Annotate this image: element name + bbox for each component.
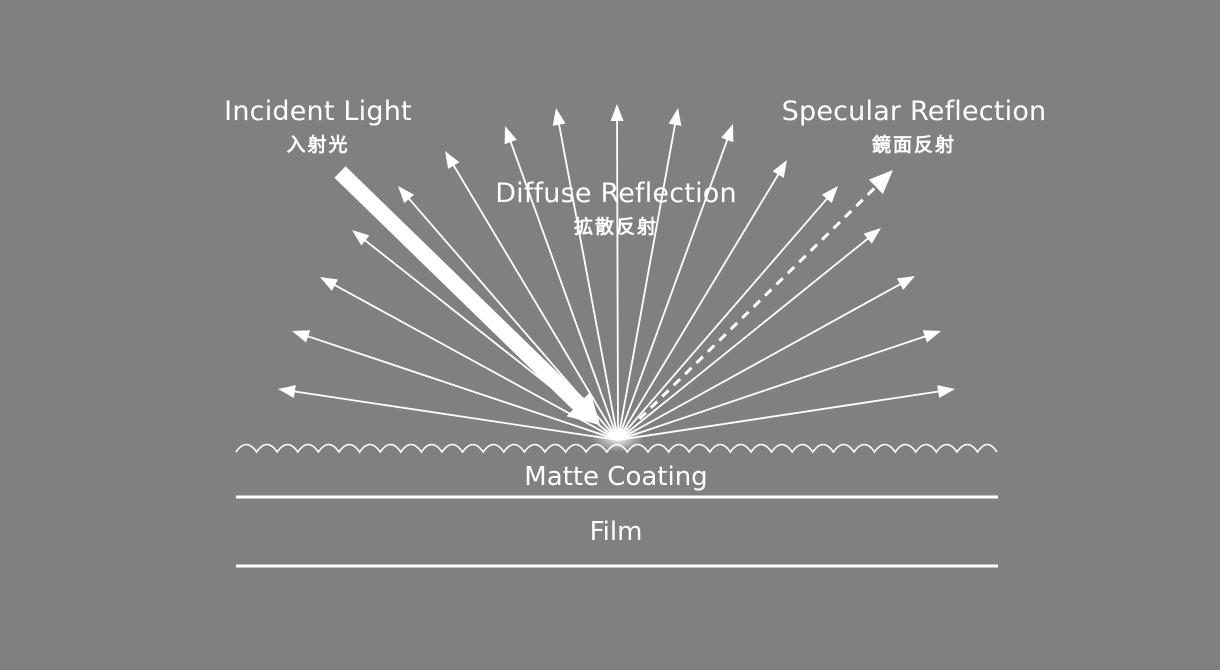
diffuse-ray-arrowhead-1: [278, 385, 296, 398]
incident-light-arrow: [334, 166, 600, 426]
diffuse-ray-12: [617, 169, 782, 441]
diffuse-ray-arrowhead-12: [772, 160, 787, 178]
diffuse-reflection-label: Diffuse Reflection 拡散反射: [488, 178, 744, 239]
diffuse-ray-arrowhead-9: [610, 104, 624, 122]
diffuse-ray-arrowhead-8: [552, 108, 566, 126]
impact-glow: [592, 424, 644, 452]
diffuse-ray-15: [617, 281, 905, 441]
diffuse-reflection-text: Diffuse Reflection: [495, 178, 737, 209]
matte-coating-surface: [235, 443, 998, 454]
diffuse-ray-arrowhead-15: [896, 276, 915, 290]
diffuse-ray-arrowhead-13: [821, 186, 838, 204]
specular-ray: [638, 182, 880, 421]
diffuse-ray-9: [616, 115, 619, 441]
diffuse-ray-16: [617, 333, 930, 441]
diffuse-ray-arrowhead-14: [863, 228, 881, 244]
diffuse-ray-11: [617, 134, 730, 441]
diffuse-ray-arrowhead-5: [398, 186, 415, 204]
diffuse-ray-arrowhead-3: [320, 277, 339, 291]
diffuse-ray-arrowhead-7: [504, 126, 517, 145]
diffuse-ray-2: [303, 333, 619, 441]
incident-light-label: Incident Light 入射光: [205, 96, 431, 157]
incident-light-text-ja: 入射光: [286, 134, 350, 157]
diffuse-ray-arrowhead-4: [352, 230, 370, 246]
diffuse-ray-10: [617, 119, 677, 441]
specular-reflection-text-ja: 鏡面反射: [871, 134, 956, 157]
incident-light-text: Incident Light: [224, 96, 412, 127]
diffuse-ray-1: [289, 389, 619, 441]
specular-ray-arrowhead: [868, 170, 893, 194]
diffuse-ray-arrowhead-6: [445, 151, 460, 169]
diffuse-reflection-text-ja: 拡散反射: [573, 216, 658, 239]
specular-reflection-text: Specular Reflection: [781, 96, 1047, 127]
diffuse-ray-8: [557, 119, 619, 441]
diffuse-ray-arrowhead-10: [668, 108, 682, 126]
diffuse-ray-13: [617, 194, 831, 441]
diffuse-ray-arrowhead-16: [922, 330, 941, 343]
diffuse-ray-arrowhead-2: [292, 330, 311, 343]
diffuse-ray-17: [617, 389, 944, 441]
film-label: Film: [589, 517, 643, 547]
diffuse-ray-arrowhead-11: [721, 124, 734, 143]
diffuse-ray-arrowhead-17: [937, 385, 955, 398]
diffuse-ray-7: [508, 136, 619, 441]
matte-coating-label: Matte Coating: [524, 462, 708, 492]
diffuse-ray-14: [617, 234, 873, 441]
specular-reflection-label: Specular Reflection 鏡面反射: [776, 96, 1052, 157]
